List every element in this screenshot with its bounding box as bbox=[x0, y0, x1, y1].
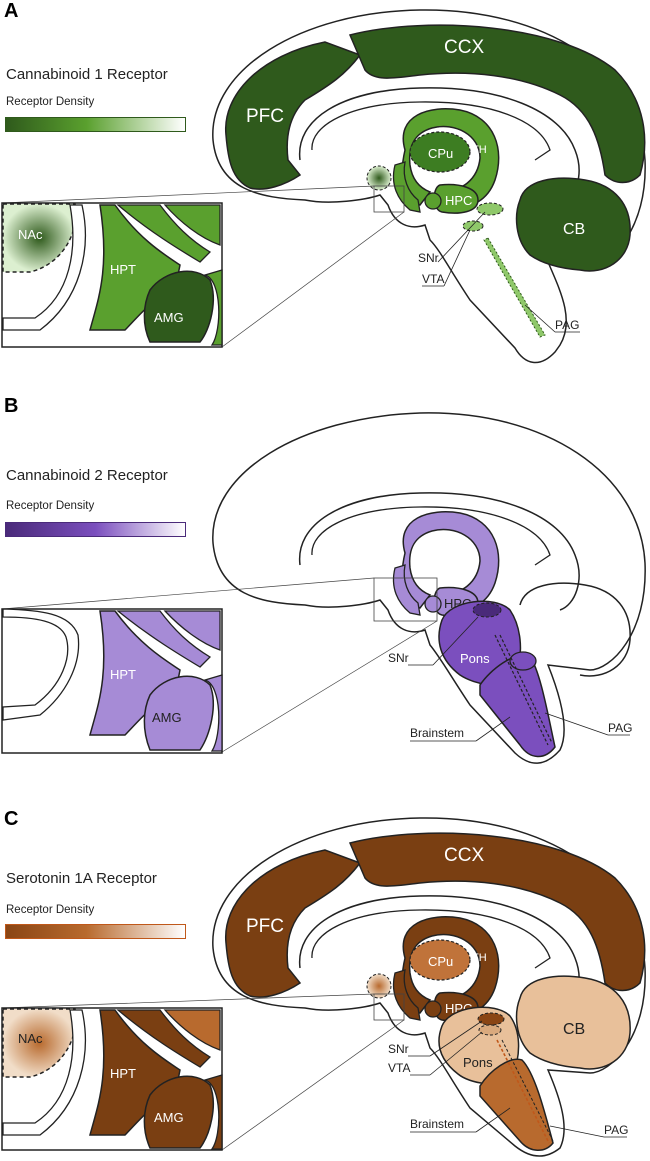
panel-a: A Cannabinoid 1 Receptor Receptor Densit… bbox=[0, 0, 650, 385]
vta-region bbox=[478, 1024, 502, 1036]
nac-label: NAc bbox=[18, 1031, 43, 1046]
amg-zoom-region bbox=[143, 270, 214, 343]
ccx-label: CCX bbox=[444, 845, 484, 866]
ccx-label: CCX bbox=[444, 37, 484, 58]
cb-label: CB bbox=[563, 1021, 585, 1038]
brain-diagram: CPu TH HPC Pons PFC CCX CB SNr VTA Brain… bbox=[1, 817, 646, 1157]
pag-region bbox=[483, 237, 546, 338]
cb-region bbox=[515, 975, 631, 1070]
pfc-region bbox=[225, 849, 362, 998]
pons-label: Pons bbox=[463, 1055, 493, 1070]
panel-letter: B bbox=[4, 395, 19, 417]
vta-callout: VTA bbox=[388, 1061, 410, 1075]
cb-label: CB bbox=[563, 221, 585, 238]
density-label: Receptor Density bbox=[6, 500, 95, 512]
snr-callout: SNr bbox=[388, 651, 409, 665]
zoom-inset: HPT AMG bbox=[1, 608, 223, 754]
hpc-label: HPC bbox=[445, 193, 472, 208]
hippocampal-ring bbox=[401, 511, 500, 610]
hpt-label: HPT bbox=[110, 1066, 136, 1081]
brainstem-region bbox=[479, 1058, 554, 1151]
cb-region bbox=[515, 177, 631, 272]
vta-callout: VTA bbox=[422, 272, 444, 286]
hpt-label: HPT bbox=[110, 667, 136, 682]
brainstem-callout: Brainstem bbox=[410, 1117, 464, 1131]
cpu-region bbox=[409, 939, 471, 981]
density-gradient-bar bbox=[5, 522, 186, 537]
brain-diagram: CPu TH HPC PFC CCX CB SNr VTA PAG bbox=[1, 9, 646, 364]
panel-letter: A bbox=[4, 0, 19, 22]
pag-callout: PAG bbox=[608, 721, 632, 735]
hpt-label: HPT bbox=[110, 262, 136, 277]
pag-callout: PAG bbox=[555, 318, 579, 332]
density-label: Receptor Density bbox=[6, 904, 95, 916]
nac-blob bbox=[366, 973, 392, 999]
receptor-title: Cannabinoid 1 Receptor bbox=[6, 66, 168, 83]
amg-label: AMG bbox=[152, 710, 182, 725]
panel-c: C Serotonin 1A Receptor Receptor Density… bbox=[0, 808, 650, 1161]
receptor-title: Cannabinoid 2 Receptor bbox=[6, 467, 168, 484]
panel-b: B Cannabinoid 2 Receptor Receptor Densit… bbox=[0, 395, 650, 775]
brain-outline bbox=[212, 817, 646, 1157]
cpu-label: CPu bbox=[428, 954, 453, 969]
brain-outline bbox=[212, 412, 646, 764]
th-label: TH bbox=[472, 952, 487, 964]
cpu-label: CPu bbox=[428, 146, 453, 161]
amg-zoom-region bbox=[143, 675, 214, 751]
vta-region bbox=[462, 220, 484, 232]
density-label: Receptor Density bbox=[6, 96, 95, 108]
density-gradient-bar bbox=[5, 117, 186, 132]
pag-callout: PAG bbox=[604, 1123, 628, 1137]
pfc-label: PFC bbox=[246, 106, 284, 127]
snr-region bbox=[477, 1012, 505, 1026]
snr-region bbox=[476, 202, 504, 216]
hippocampal-ring bbox=[401, 108, 500, 207]
zoom-inset: NAc HPT AMG bbox=[1, 202, 223, 348]
brainstem-region bbox=[479, 654, 556, 758]
amg-zoom-region bbox=[143, 1075, 214, 1149]
pfc-label: PFC bbox=[246, 916, 284, 937]
cpu-region bbox=[409, 131, 471, 173]
amg-label: AMG bbox=[154, 1110, 184, 1125]
ccx-region bbox=[348, 24, 646, 184]
pons-label: Pons bbox=[460, 651, 490, 666]
snr-callout: SNr bbox=[418, 251, 439, 265]
nac-zoom-region bbox=[2, 1008, 77, 1078]
zoom-inset: NAc HPT AMG bbox=[1, 1007, 223, 1151]
snr-callout: SNr bbox=[388, 1042, 409, 1056]
density-gradient-bar bbox=[5, 924, 186, 939]
pfc-region bbox=[225, 41, 362, 190]
amg-label: AMG bbox=[154, 310, 184, 325]
th-label: TH bbox=[472, 144, 487, 156]
nac-blob bbox=[366, 165, 392, 191]
pag-region bbox=[494, 634, 549, 746]
nac-label: NAc bbox=[18, 227, 43, 242]
ccx-region bbox=[348, 832, 646, 992]
brainstem-callout: Brainstem bbox=[410, 726, 464, 740]
nac-zoom-region bbox=[2, 203, 77, 273]
panel-letter: C bbox=[4, 808, 19, 830]
brain-diagram: HPC Pons SNr Brainstem PAG HPT bbox=[1, 412, 646, 764]
brain-outline bbox=[212, 9, 646, 364]
receptor-title: Serotonin 1A Receptor bbox=[6, 870, 157, 887]
hippocampal-ring bbox=[401, 916, 500, 1015]
pag-region bbox=[496, 1039, 550, 1144]
